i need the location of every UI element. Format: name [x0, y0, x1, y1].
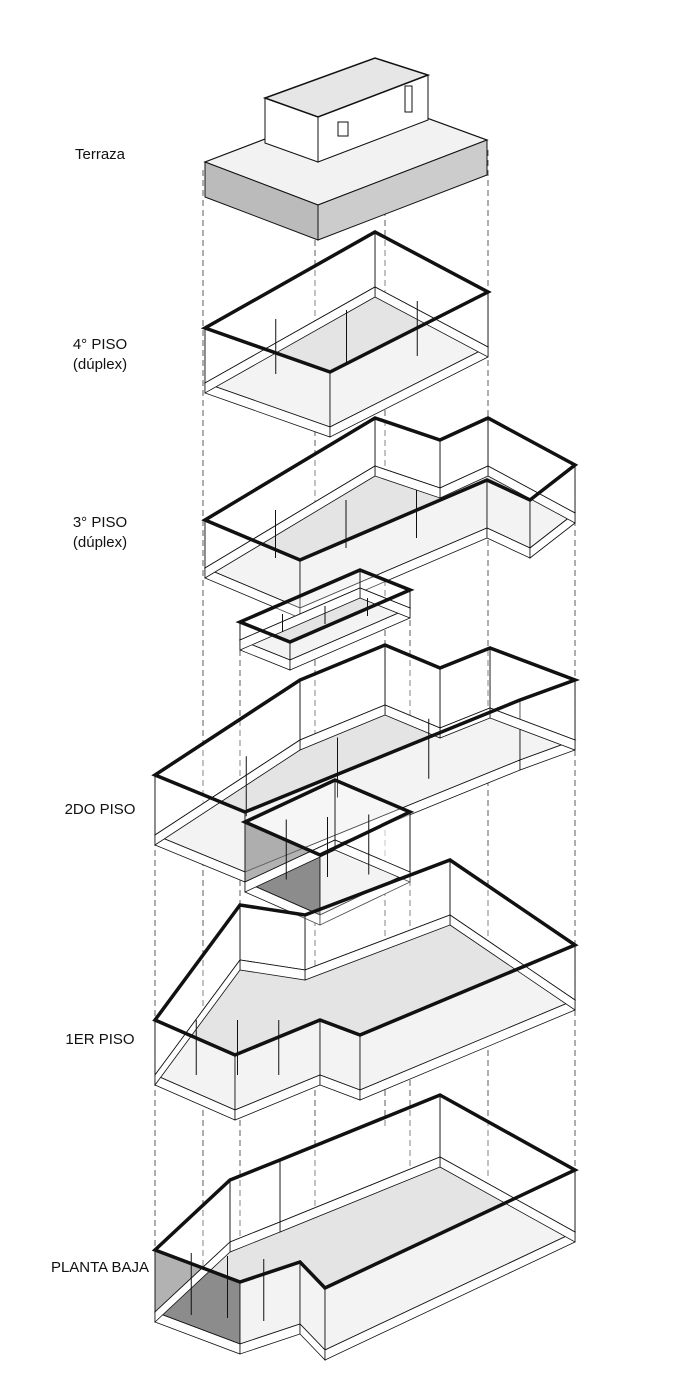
slab-edge	[204, 286, 376, 394]
level-label-terraza: Terraza	[40, 145, 160, 165]
level-label-ground-floor: PLANTA BAJA	[40, 1258, 160, 1278]
level-name: 2DO PISO	[64, 801, 136, 818]
level-name: 3° PISO	[72, 514, 128, 531]
wall-top-outline	[235, 568, 415, 644]
stair-volume-roof	[262, 57, 431, 118]
level-label-3rd-floor: 3° PISO (dúplex)	[40, 513, 160, 553]
window-icon	[337, 121, 349, 137]
level-subtitle: (dúplex)	[72, 534, 128, 551]
level-name: PLANTA BAJA	[50, 1259, 150, 1276]
level-1st-floor	[152, 858, 579, 1121]
wall-top-outline	[201, 416, 579, 562]
wall-top-outline	[151, 643, 581, 814]
level-label-4th-floor: 4° PISO (dúplex)	[40, 335, 160, 375]
level-label-1st-floor: 1ER PISO	[40, 1030, 160, 1050]
slab-edge	[154, 958, 241, 1087]
door-icon	[404, 85, 413, 113]
level-subtitle: (dúplex)	[72, 356, 128, 373]
slab-edge	[204, 465, 376, 579]
level-terraza	[203, 57, 489, 241]
floor-stack	[151, 57, 581, 1361]
level-label-2nd-floor: 2DO PISO	[40, 800, 160, 820]
wall-top-outline	[151, 1093, 579, 1291]
level-name: 1ER PISO	[65, 1031, 135, 1048]
level-ground-floor	[151, 1093, 579, 1361]
wall-top-outline	[200, 230, 492, 374]
slab-edge	[154, 1241, 231, 1323]
level-2nd-floor-box	[240, 778, 415, 926]
wall-top-outline	[240, 778, 415, 857]
wall-top-outline	[152, 858, 579, 1057]
level-name: Terraza	[74, 146, 126, 163]
railing-side	[317, 139, 488, 241]
slab-edge	[154, 739, 301, 846]
level-3rd-floor-terrace	[235, 568, 415, 671]
level-4th-floor	[200, 230, 492, 438]
level-name: 4° PISO	[72, 336, 128, 353]
